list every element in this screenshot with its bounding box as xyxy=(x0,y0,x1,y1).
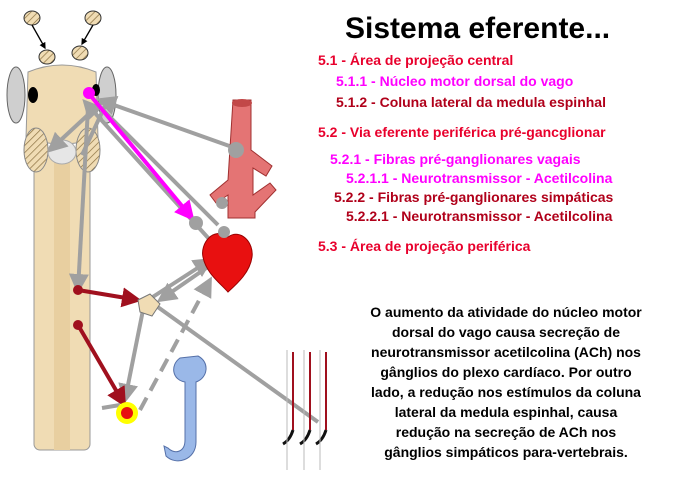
cardiac-ganglion-node xyxy=(218,226,230,238)
sympathetic-efferent-fibers xyxy=(76,287,142,408)
heart-icon xyxy=(202,233,253,293)
baroreceptor-icon xyxy=(163,355,207,462)
aortic-node-top xyxy=(228,142,244,158)
cardiac-plexus-ganglion xyxy=(189,216,203,230)
heading-5-2-2: 5.2.2 - Fibras pré-ganglionares simpátic… xyxy=(334,189,614,205)
heading-5-2: 5.2 - Via eferente periférica pré-gancgl… xyxy=(318,124,606,140)
paravertebral-ganglion xyxy=(137,293,161,317)
paragraph-line: gânglios do plexo cardíaco. Por outro xyxy=(380,364,632,380)
spinal-lateral-column-dot-2 xyxy=(73,320,83,330)
heading-5-3: 5.3 - Área de projeção periférica xyxy=(318,238,531,254)
effector-target-core xyxy=(121,407,133,419)
recording-electrodes xyxy=(282,350,328,470)
aortic-node-middle xyxy=(216,197,228,209)
paragraph-line: lateral da medula espinhal, causa xyxy=(394,404,618,420)
paragraph-line: O aumento da atividade do núcleo motor xyxy=(370,304,642,320)
heading-5-2-1: 5.2.1 - Fibras pré-ganglionares vagais xyxy=(330,151,581,167)
heading-5-1: 5.1 - Área de projeção central xyxy=(318,52,514,68)
page-title: Sistema eferente... xyxy=(345,12,611,45)
heading-5-2-2-1: 5.2.2.1 - Neurotransmissor - Acetilcolin… xyxy=(346,208,613,224)
paragraph-line: lado, a redução nos estímulos da coluna xyxy=(371,384,641,400)
heading-5-2-1-1: 5.2.1.1 - Neurotransmissor - Acetilcolin… xyxy=(346,170,613,186)
brainstem-spinal-cord xyxy=(6,64,117,451)
upper-nuclei xyxy=(23,10,102,65)
explanation-paragraph: O aumento da atividade do núcleo motor d… xyxy=(340,302,672,462)
paragraph-line: gânglios simpáticos para-vertebrais. xyxy=(384,444,628,460)
paragraph-line: redução na secreção de ACh nos xyxy=(395,424,617,440)
aorta-vessel xyxy=(209,99,277,219)
paragraph-line: dorsal do vago causa secreção de xyxy=(392,324,620,340)
heading-5-1-2: 5.1.2 - Coluna lateral da medula espinha… xyxy=(336,94,606,110)
spinal-lateral-column-dot-1 xyxy=(73,285,83,295)
paragraph-line: neurotransmissor acetilcolina (ACh) nos xyxy=(371,344,641,360)
heading-5-1-1: 5.1.1 - Núcleo motor dorsal do vago xyxy=(336,73,574,89)
vagal-efferent-fiber xyxy=(88,93,195,222)
